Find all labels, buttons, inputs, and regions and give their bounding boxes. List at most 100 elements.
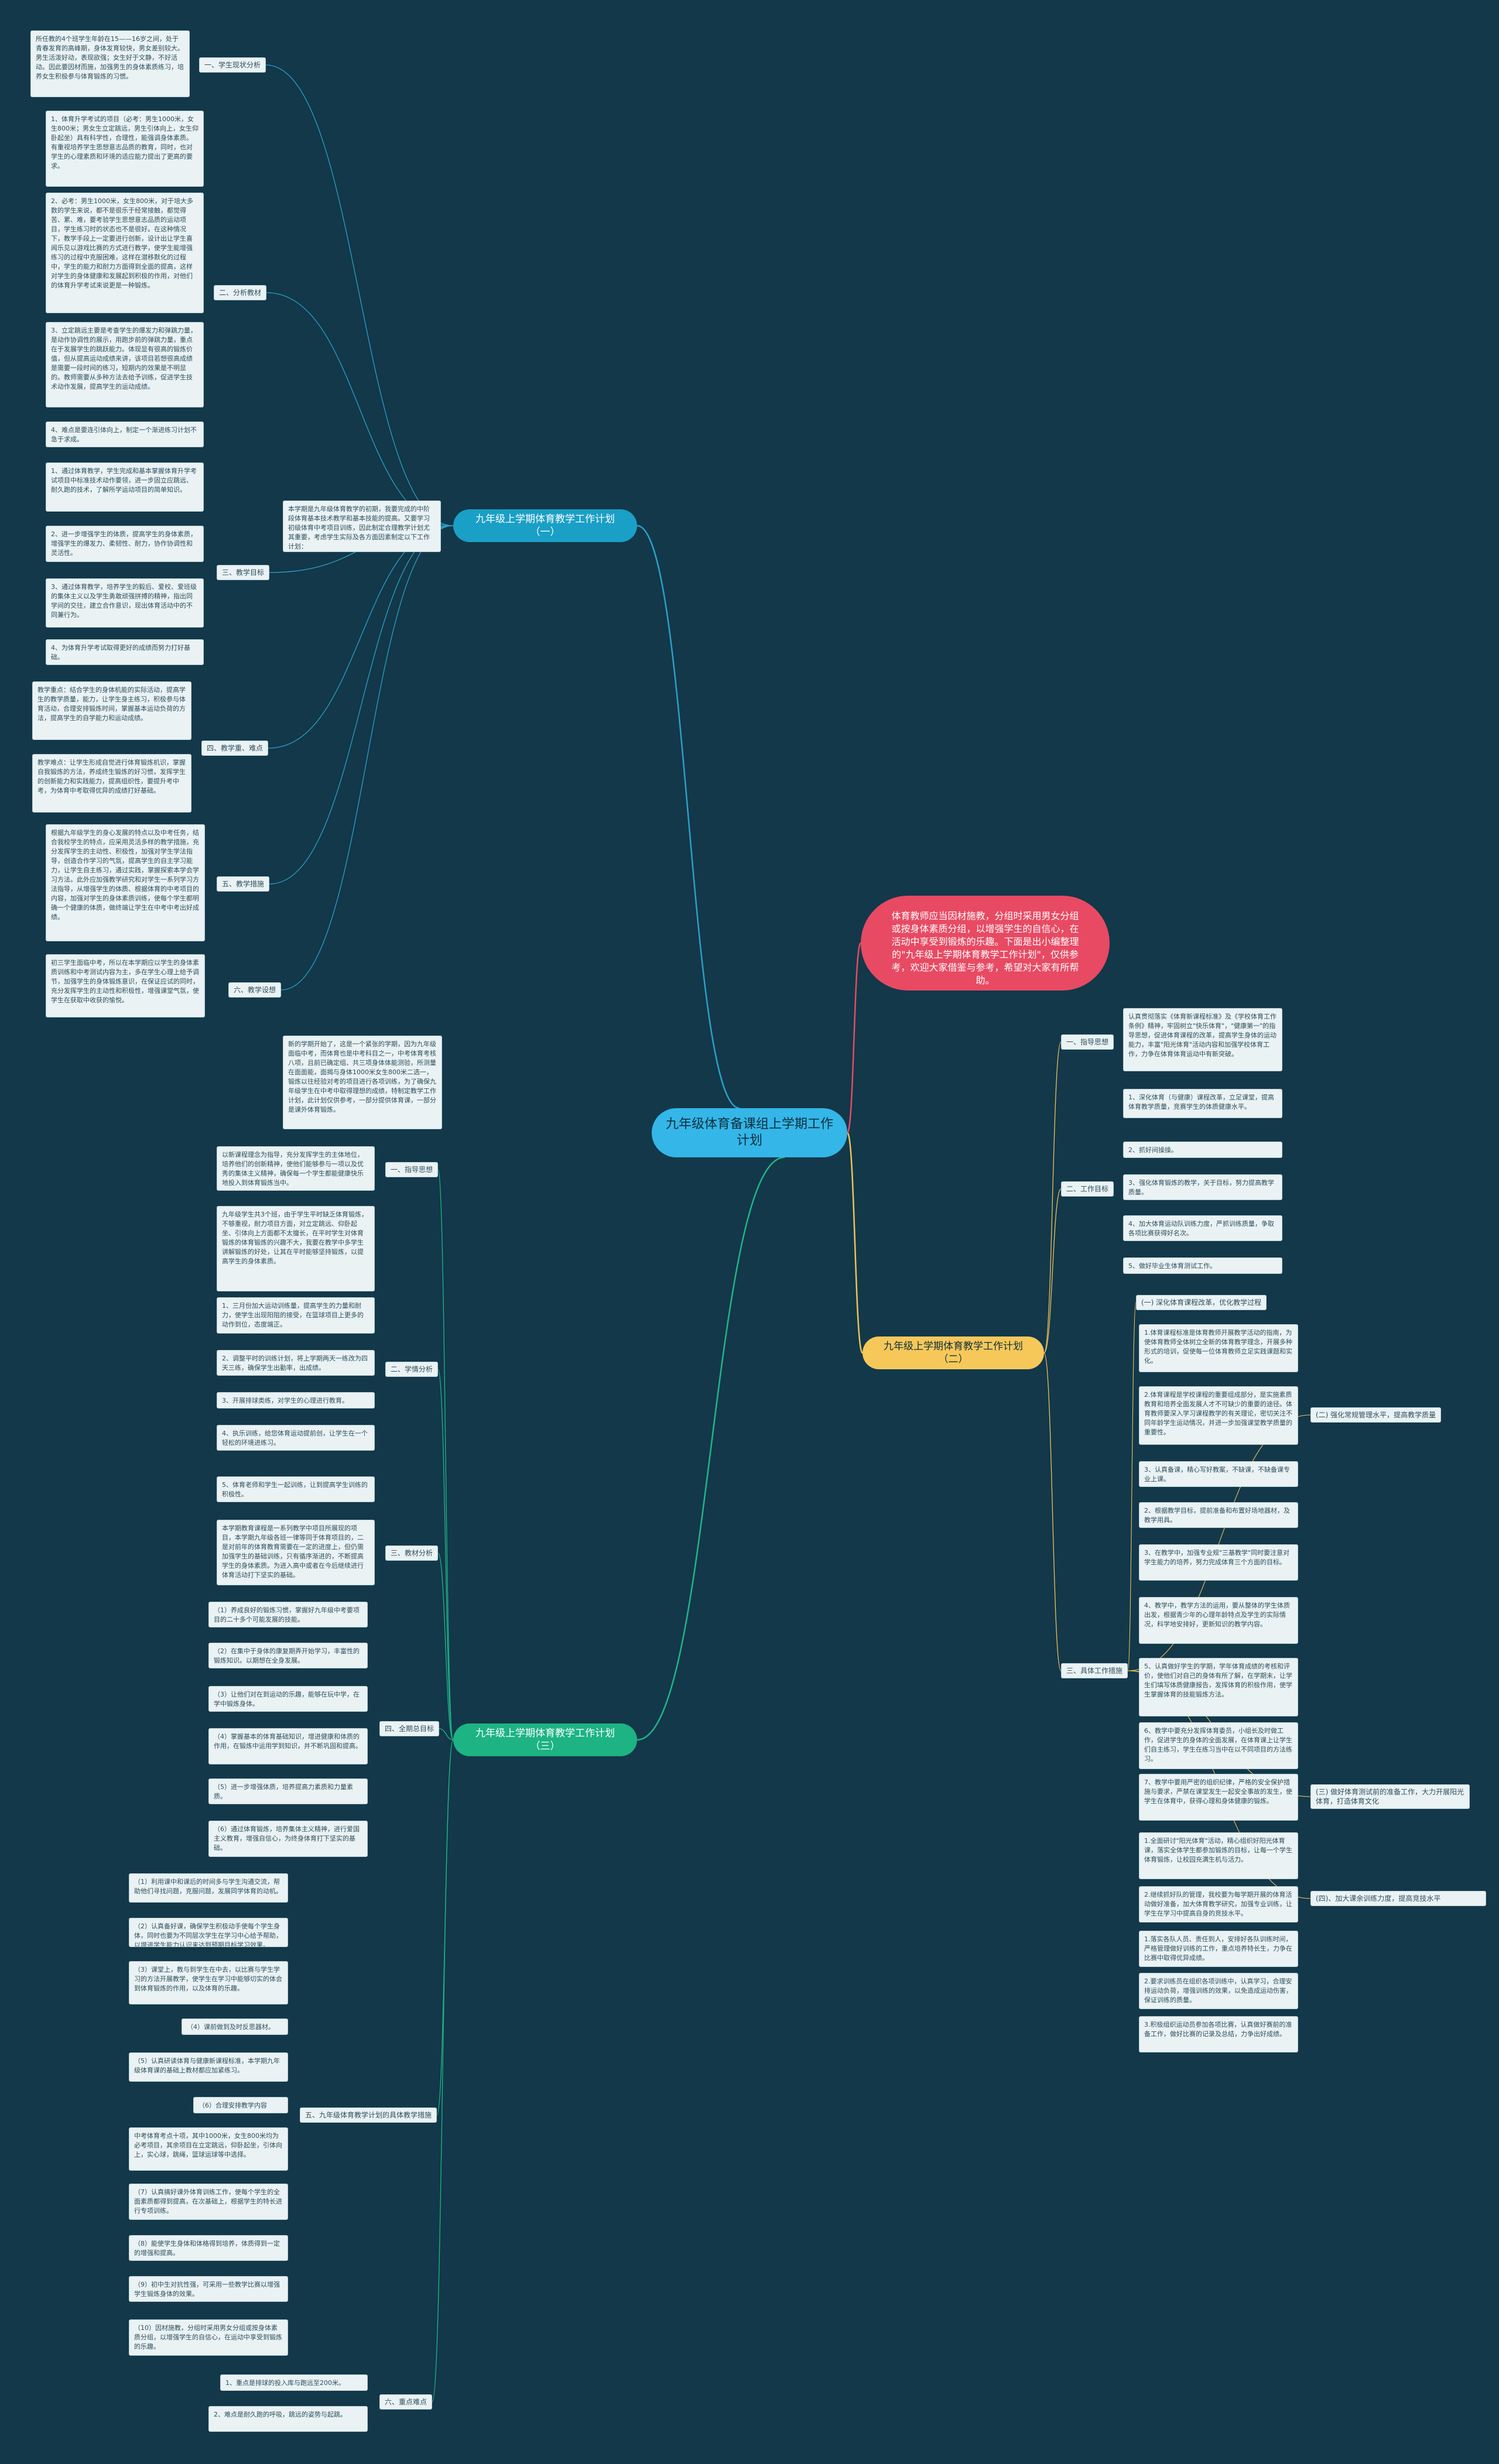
- link-center-branch2: [846, 1132, 864, 1354]
- section-textbook-analysis[interactable]: 二、分析教材: [214, 285, 267, 300]
- extracurricular-training-1: 1.落实各队人员、责任到人，安排好各队训练时间，严格管理做好训练的工作，重点培养…: [1139, 1931, 1298, 1967]
- textbook-analysis-2: 2、必考：男生1000米，女生800米，对于培大多数的学生来说，都不是很乐于经常…: [46, 193, 204, 313]
- sunshine-sports-2: 2.继续抓好队的管理，我校要为每学期开展的体育活动做好准备，加大体育教学研究，加…: [1139, 1886, 1298, 1922]
- term-goal-4: （4）掌握基本的体育基础知识，增进健康和体质的作用，在锻炼中运用学到知识，并不断…: [208, 1728, 368, 1764]
- link-b1s5: [280, 525, 454, 991]
- section-guiding-ideology-2[interactable]: 一、指导思想: [1061, 1034, 1114, 1050]
- learning-analysis-3: 2、调整平时的训练计划，将上学期两天一练改为四天三练，确保学生出勤率，出成绩。: [217, 1350, 375, 1376]
- section-teaching-measures[interactable]: 五、教学措施: [217, 876, 270, 892]
- work-goal-3: 3、强化体育锻炼的教学，关于目标，努力提高教学质量。: [1123, 1174, 1282, 1200]
- central-topic[interactable]: 九年级体育备课组上学期工作计划: [652, 1108, 847, 1157]
- specific-measure-9: （9）初中生对抗性强，可采用一些教学比赛以增强学生锻炼身体的效果。: [129, 2276, 288, 2302]
- link-b2s1: [1043, 1188, 1062, 1353]
- branch-plan-1-label: 九年级上学期体育教学工作计划（一）: [475, 513, 615, 538]
- course-reform-2: 2.体育课程是学校课程的重要组成部分，是实施素质教育和培养全面发展人才不可缺少的…: [1139, 1386, 1298, 1445]
- specific-measure-7: （7）认真搞好课外体育训练工作，使每个学生的全面素质都得到提高，在次基础上，根据…: [129, 2184, 288, 2220]
- link-b1s4: [269, 525, 454, 885]
- specific-measure-6: （6）合理安排教学内容: [193, 2097, 288, 2113]
- section-key-difficult-points-3[interactable]: 六、重点难点: [379, 2394, 433, 2410]
- textbook-analysis-4: 4、难点是要连引体向上，制定一个渐进练习计划不急于求成。: [46, 421, 204, 447]
- difficult-point-text: 教学难点：让学生形成自觉进行体育锻炼机识，掌握自我锻炼的方法，养成终生锻炼的好习…: [32, 754, 191, 813]
- link-center-branch3: [636, 1156, 785, 1741]
- textbook-analysis-3: 3、立定跳远主要是考查学生的爆发力和弹跳力量，是动作协调性的展示，用跑步前的弹跳…: [46, 322, 204, 407]
- branch-plan-2[interactable]: 九年级上学期体育教学工作计划（二）: [863, 1336, 1044, 1369]
- term-goal-2: （2）在集中于身体的康复期弄开始学习，丰富性的锻炼知识。以期想在全身发展。: [208, 1643, 368, 1668]
- course-reform-1: 1.体育课程标准是体育教师开展教学活动的指南，为使体育教师全体树立全新的体育教学…: [1139, 1324, 1298, 1372]
- section-key-difficult-points[interactable]: 四、教学重、难点: [201, 741, 269, 756]
- link-b2s0: [1043, 1041, 1062, 1353]
- central-topic-label: 九年级体育备课组上学期工作计划: [665, 1117, 833, 1148]
- link-b3s2: [437, 1553, 454, 1740]
- link-center-callout: [846, 942, 862, 1134]
- work-goal-2: 2、抓好间操操。: [1123, 1142, 1282, 1158]
- branch-plan-3-intro: 新的学期开始了，这是一个紧张的学期，因为九年级面临中考，而体育也是中考科目之一，…: [283, 1036, 442, 1129]
- guiding-ideology-3-text: 以新课程理念为指导，充分发挥学生的主体地位，培养他们的创新精神，使他们能够参与一…: [217, 1146, 375, 1191]
- subsection-extracurricular-training[interactable]: (四)、加大课余训练力度，提高竞技水平: [1310, 1891, 1486, 1906]
- term-goal-6: （6）通过体育锻炼，培养集体主义精神，进行爱国主义教育，增强自信心，为终身体育打…: [208, 1821, 368, 1857]
- link-b3s5: [432, 1739, 454, 2403]
- learning-analysis-6: 5、体育老师和学生一起训练，让到提高学生训练的积极性。: [217, 1476, 375, 1502]
- specific-measure-1: （1）利用课中和课后的时间多与学生沟通交流，帮助他们寻找问题，克服问题，发展同学…: [129, 1873, 288, 1903]
- branch-plan-1-intro: 本学期是九年级体育教学的初期，我要完成的中阶段体育基本技术教学和基本技能的提高。…: [283, 501, 441, 552]
- branch-plan-3[interactable]: 九年级上学期体育教学工作计划（三）: [453, 1723, 637, 1756]
- sunshine-sports-1: 1.全面研讨"阳光体育"活动，精心组织好阳光体育课，落实全体学生都参加锻炼的目标…: [1139, 1832, 1298, 1879]
- link-b3s3: [439, 1728, 454, 1740]
- routine-management-7: 7、教学中要用严密的组织纪律，严格的安全保护措施与要求，严禁在课堂发生一起安全事…: [1139, 1774, 1298, 1821]
- difficult-point-3-text: 2、难点是耐久跑的呼吸，跳远的姿势与起跳。: [208, 2406, 368, 2432]
- link-b1s1: [266, 292, 454, 526]
- specific-measure-6-detail: 中考体育考点十项，其中1000米，女生800米均为必考项目，其余项目在立定跳远，…: [129, 2127, 288, 2171]
- student-analysis-text: 所任教的4个班学生年龄在15——16岁之间，处于青春发育的高峰期，身体发育较快，…: [30, 30, 190, 97]
- intro-callout-text: 体育教师应当因材施教，分组时采用男女分组或按身体素质分组，以增强学生的自信心，在…: [891, 910, 1079, 986]
- section-student-analysis[interactable]: 一、学生现状分析: [199, 57, 266, 73]
- subsection-course-reform[interactable]: (一) 深化体育课程改革，优化教学过程: [1136, 1295, 1267, 1310]
- routine-management-3: 3、在教学中，加强专业规"三基教学"同时要注意对学生能力的培养，努力完成体育三个…: [1139, 1544, 1298, 1581]
- learning-analysis-2: 1、三月份加大运动训练量，提高学生的力量和耐力，使学生出现阳阻的接受，在篮球项目…: [217, 1297, 375, 1334]
- teaching-goal-1: 1、通过体育教学，学生完成和基本掌握体育升学考试项目中标准技术动作要领，进一步固…: [46, 462, 204, 512]
- link-b3s0: [437, 1169, 454, 1740]
- section-material-analysis[interactable]: 三、教材分析: [385, 1545, 439, 1561]
- learning-analysis-5: 4、执乐训练，给您体育运动提前创，让学生在一个轻松的环境进练习。: [217, 1425, 375, 1451]
- section-term-goals[interactable]: 四、全期总目标: [379, 1721, 440, 1736]
- branch-plan-1[interactable]: 九年级上学期体育教学工作计划（一）: [453, 509, 637, 542]
- link-b2c0: [1127, 1302, 1137, 1671]
- learning-analysis-1: 九年级学生共3个班，由于学生平时缺乏体育锻炼，不够重视，耐力项目方面，对立定跳远…: [217, 1206, 375, 1291]
- specific-measure-10: （10）因材施教，分组时采用男女分组或按身体素质分组，以增强学生的自信心，在运动…: [129, 2319, 288, 2356]
- specific-measure-8: （8）能使学生身体和体格得到培养，体质得到一定的增强和提高。: [129, 2235, 288, 2261]
- routine-management-2: 2、根据教学目标，提前准备和布置好场地器材，及教学用具。: [1139, 1502, 1298, 1528]
- extracurricular-training-2: 2.要求训练员在组织各项训练中，认真学习，合理安排运动负荷，增强训练的效果，以免…: [1139, 1973, 1298, 2009]
- specific-measure-5: （5）认真研读体育与健康新课程标准，本学期九年级体育课的基础上教材都应加紧练习。: [129, 2052, 288, 2082]
- section-work-goals[interactable]: 二、工作目标: [1061, 1181, 1114, 1197]
- link-b3s4: [436, 1739, 454, 2116]
- section-learning-analysis[interactable]: 二、学情分析: [385, 1362, 439, 1377]
- link-b1s0: [265, 64, 454, 526]
- branch-plan-3-label: 九年级上学期体育教学工作计划（三）: [475, 1728, 615, 1752]
- link-b2s2: [1043, 1352, 1062, 1671]
- subsection-routine-management[interactable]: (二) 强化常规管理水平，提高教学质量: [1310, 1407, 1442, 1423]
- section-specific-measures[interactable]: 五、九年级体育教学计划的具体教学措施: [300, 2107, 437, 2123]
- learning-analysis-4: 3、开展排球类练，对学生的心理进行教育。: [217, 1392, 375, 1409]
- section-teaching-goals[interactable]: 三、教学目标: [217, 565, 270, 580]
- teaching-measures-text: 根据九年级学生的身心发展的特点以及中考任务，结合我校学生的特点，应采用灵活多样的…: [46, 824, 205, 941]
- key-point-3-text: 1、重点是排球的投入库与跑远至200米。: [220, 2374, 368, 2391]
- branch-plan-2-label: 九年级上学期体育教学工作计划（二）: [884, 1341, 1023, 1365]
- work-goal-1: 1、深化体育（与健康）课程改革，立足课堂，提高体育教学质量，竞赛学生的体质健康水…: [1123, 1089, 1282, 1118]
- routine-management-1: 3、认真备课，精心写好教案，不缺课，不缺备课专业上课。: [1139, 1461, 1298, 1487]
- specific-measure-2: （2）认真备好课，确保学生积极动手使每个学生身体，同时也要为不同层次学生在学习中…: [129, 1918, 288, 1947]
- section-teaching-ideas[interactable]: 六、教学设想: [228, 982, 282, 998]
- teaching-goal-3: 3、通过体育教学，培养学生的毅后、爱校、爱班级的集体主义以及学生勇敢顽强拼搏的精…: [46, 578, 204, 628]
- section-work-measures[interactable]: 三、具体工作措施: [1061, 1663, 1128, 1678]
- subsection-sunshine-sports[interactable]: (三) 做好体育测试前的准备工作，大力开展阳光体育，打造体育文化: [1310, 1784, 1470, 1809]
- work-goal-5: 5、做好毕业生体育测试工作。: [1123, 1257, 1282, 1274]
- intro-callout[interactable]: 体育教师应当因材施教，分组时采用男女分组或按身体素质分组，以增强学生的自信心，在…: [861, 896, 1110, 991]
- link-b3s1: [437, 1369, 454, 1740]
- textbook-analysis-1: 1、体育升学考试的项目（必考：男生1000米，女生800米；男女生立定跳远，男生…: [46, 111, 204, 187]
- teaching-goal-4: 4、为体育升学考试取得更好的成绩而努力打好基础。: [46, 639, 204, 665]
- material-analysis-text: 本学期教育课程是一系列教学中项目所展现的项目，本学期九年级各班一律等同于体育项目…: [217, 1520, 375, 1585]
- routine-management-5: 5、认真做好学生的学期，学年体育成绩的考核和评价，使他们对自己的身体有所了解，在…: [1139, 1658, 1298, 1716]
- link-center-branch1: [636, 525, 740, 1109]
- teaching-goal-2: 2、进一步增强学生的体质，提高学生的身体素质，增强学生的爆发力、柔韧性、耐力，协…: [46, 526, 204, 562]
- teaching-ideas-text: 初三学生面临中考，所以在本学期应以学生的身体素质训练和中考测试内容为主，多在学生…: [46, 954, 205, 1017]
- section-guiding-ideology-3[interactable]: 一、指导思想: [385, 1162, 439, 1177]
- extracurricular-training-3: 3.积极组织运动员参加各项比赛，认真做好赛前的准备工作，做好比赛的记录及总结，力…: [1139, 2016, 1298, 2052]
- term-goal-1: （1）养成良好的锻炼习惯，掌握好九年级中考要项目的二十多个可能发展的技能。: [208, 1602, 368, 1627]
